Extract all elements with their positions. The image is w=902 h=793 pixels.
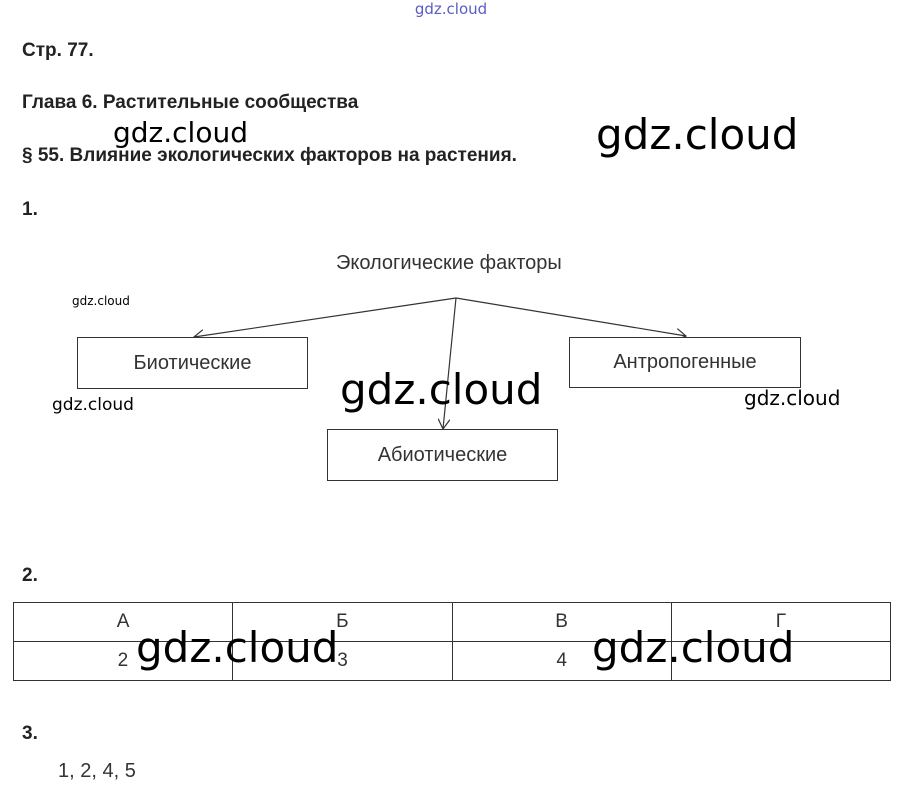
watermark-text: gdz.cloud bbox=[592, 623, 795, 672]
page-reference: Стр. 77. bbox=[22, 40, 94, 61]
diagram-box-biotic: Биотические bbox=[77, 337, 308, 389]
table-cell: 3 bbox=[232, 641, 453, 681]
question-number-3: 3. bbox=[22, 723, 38, 744]
watermark-text: gdz.cloud bbox=[744, 386, 841, 410]
diagram-box-anthropogenic-label: Антропогенные bbox=[613, 351, 757, 373]
table-cell bbox=[670, 641, 892, 681]
table-header-cell: А bbox=[12, 602, 234, 642]
watermark-text: gdz.cloud bbox=[72, 294, 130, 308]
diagram-box-abiotic-label: Абиотические bbox=[377, 443, 508, 466]
arrow-to-abiotic bbox=[443, 297, 457, 429]
question-number-2: 2. bbox=[22, 565, 38, 586]
watermark-text: gdz.cloud bbox=[136, 623, 339, 672]
diagram-box-biotic-label: Биотические bbox=[133, 351, 252, 374]
arrow-to-biotic bbox=[194, 297, 457, 337]
diagram-box-anthropogenic: Антропогенные bbox=[569, 337, 801, 388]
watermark-text: gdz.cloud bbox=[596, 110, 799, 159]
question-3-answer: 1, 2, 4, 5 bbox=[58, 760, 136, 782]
watermark-text: gdz.cloud bbox=[52, 395, 134, 415]
section-title: § 55. Влияние экологических факторов на … bbox=[22, 145, 517, 166]
watermark-header: gdz.cloud bbox=[414, 0, 488, 18]
table-cell: 2 bbox=[12, 641, 234, 681]
table-header-cell: В bbox=[451, 602, 672, 642]
question-number-1: 1. bbox=[22, 199, 38, 220]
chapter-title: Глава 6. Растительные сообщества bbox=[22, 92, 359, 113]
table-cell: 4 bbox=[451, 641, 672, 681]
answer-table: А Б В Г 2 3 4 bbox=[12, 602, 892, 681]
arrow-to-anthropogenic bbox=[455, 297, 686, 336]
watermark-text: gdz.cloud bbox=[340, 365, 543, 414]
watermark-text: gdz.cloud bbox=[113, 116, 248, 149]
diagram-root-label: Экологические факторы bbox=[336, 252, 562, 274]
table-header-row: А Б В Г bbox=[12, 602, 892, 642]
diagram-box-abiotic: Абиотические bbox=[327, 429, 558, 481]
table-row: 2 3 4 bbox=[12, 641, 892, 681]
